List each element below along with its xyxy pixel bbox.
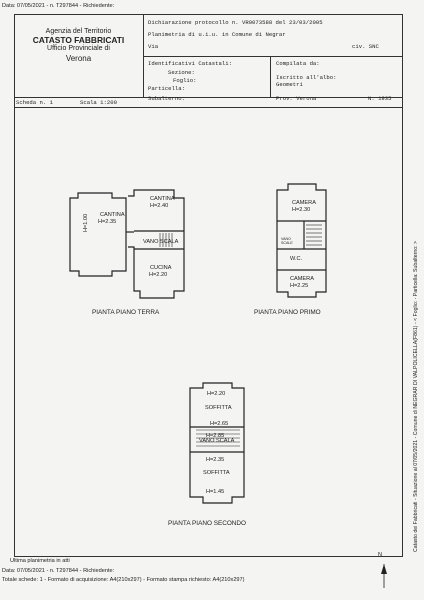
compiled-number: N. 1935 <box>368 95 392 102</box>
plan-second-floor <box>189 382 245 504</box>
label-cantina-left: CANTINA <box>100 212 125 218</box>
agency-line1: Agenzia del Territorio <box>45 28 112 35</box>
title-piano-primo: PIANTA PIANO PRIMO <box>254 309 321 316</box>
label-vano-scale-small: VANO SCALE <box>281 237 293 245</box>
label-h265: H=2.65 <box>210 421 229 427</box>
compiled-profession: Geometri <box>276 81 303 88</box>
label-cucina-h: H=2.20 <box>149 272 168 278</box>
declaration-civ: civ. SNC <box>352 43 379 50</box>
footer-totale: Totale schede: 1 - Formato di acquisizio… <box>2 577 245 583</box>
agency-block: Agenzia del Territorio CATASTO FABBRICAT… <box>14 28 143 63</box>
agency-line2: CATASTO FABBRICATI <box>32 35 125 45</box>
agency-line3: Ufficio Provinciale di <box>47 45 110 52</box>
compiled-heading: Compilata da: <box>276 60 320 67</box>
room-block-right <box>128 189 185 299</box>
label-camera1: CAMERA <box>292 200 316 206</box>
label-cantina-right-h: H=2.40 <box>150 203 169 209</box>
scheda-number: Scheda n. 1 <box>16 99 53 106</box>
label-soffitta2: SOFFITTA <box>203 470 230 476</box>
footer-ultima: Ultima planimetria in atti <box>10 558 70 564</box>
label-vano-scala: VANO SCALA <box>143 239 179 245</box>
north-arrow <box>381 564 387 588</box>
title-piano-secondo: PIANTA PIANO SECONDO <box>168 520 247 527</box>
room-cantina-left <box>69 192 127 277</box>
north-label: N <box>378 552 383 558</box>
cadastral-particella: Particella: <box>148 85 185 92</box>
label-wc: W.C. <box>290 256 303 262</box>
top-stamp: Data: 07/05/2021 - n. T297844 - Richiede… <box>2 3 115 9</box>
header-border-left <box>14 14 15 108</box>
declaration-protocol: Dichiarazione protocollo n. VR0073588 de… <box>148 19 323 26</box>
header-border-top <box>14 14 403 15</box>
cadastral-foglio: Foglio: <box>173 77 197 84</box>
label-cantina-right: CANTINA <box>150 196 175 202</box>
label-soffitta1-h: H=2.20 <box>207 391 226 397</box>
title-piano-terra: PIANTA PIANO TERRA <box>92 309 160 316</box>
frame-right <box>402 108 403 556</box>
label-vano-scala2: VANO SCALA <box>199 438 235 444</box>
header-col-divider <box>270 56 271 98</box>
label-soffitta1: SOFFITTA <box>205 405 232 411</box>
declaration-planimetry: Planimetria di u.i.u. in Comune di Negra… <box>148 31 286 38</box>
plan-first-floor <box>276 183 327 298</box>
stair-first <box>306 224 322 246</box>
cadastral-heading: Identificativi Catastali: <box>148 60 232 67</box>
frame-bottom <box>14 556 403 557</box>
label-cucina: CUCINA <box>150 265 172 271</box>
header-scheda-line <box>14 97 403 98</box>
header-mid-line <box>143 56 403 57</box>
footer-data: Data: 07/05/2021 - n. T297844 - Richiede… <box>2 568 115 574</box>
header-border-right <box>402 14 403 108</box>
first-floor-outline <box>276 183 327 298</box>
label-h145: H=1.45 <box>206 489 225 495</box>
stair-second <box>196 429 240 447</box>
frame-left <box>14 108 15 556</box>
label-h235: H=2.35 <box>206 457 225 463</box>
cadastral-subalterno: Subalterno: <box>148 95 185 102</box>
agency-line4: Verona <box>65 54 92 63</box>
label-h100: H=1.00 <box>83 213 89 232</box>
compiled-albo: Iscritto all'albo: <box>276 74 337 81</box>
declaration-via: Via <box>148 43 159 50</box>
label-cantina-left-h: H=2.35 <box>98 219 117 225</box>
label-camera2: CAMERA <box>290 276 314 282</box>
scale-ratio: Scala 1:200 <box>80 99 117 106</box>
plan-ground-floor <box>69 189 185 299</box>
compiled-prov: Prov. Verona <box>276 95 317 102</box>
side-caption: Catasto dei Fabbricati - Situazione al 0… <box>413 240 419 552</box>
label-camera2-h: H=2.25 <box>290 283 309 289</box>
label-camera1-h: H=2.30 <box>292 207 311 213</box>
stair-ground <box>159 233 173 247</box>
second-floor-outline <box>189 382 245 504</box>
label-h285: H=2.85 <box>206 433 225 439</box>
cadastral-sezione: Sezione: <box>168 69 195 76</box>
header-border-bottom <box>14 107 403 108</box>
